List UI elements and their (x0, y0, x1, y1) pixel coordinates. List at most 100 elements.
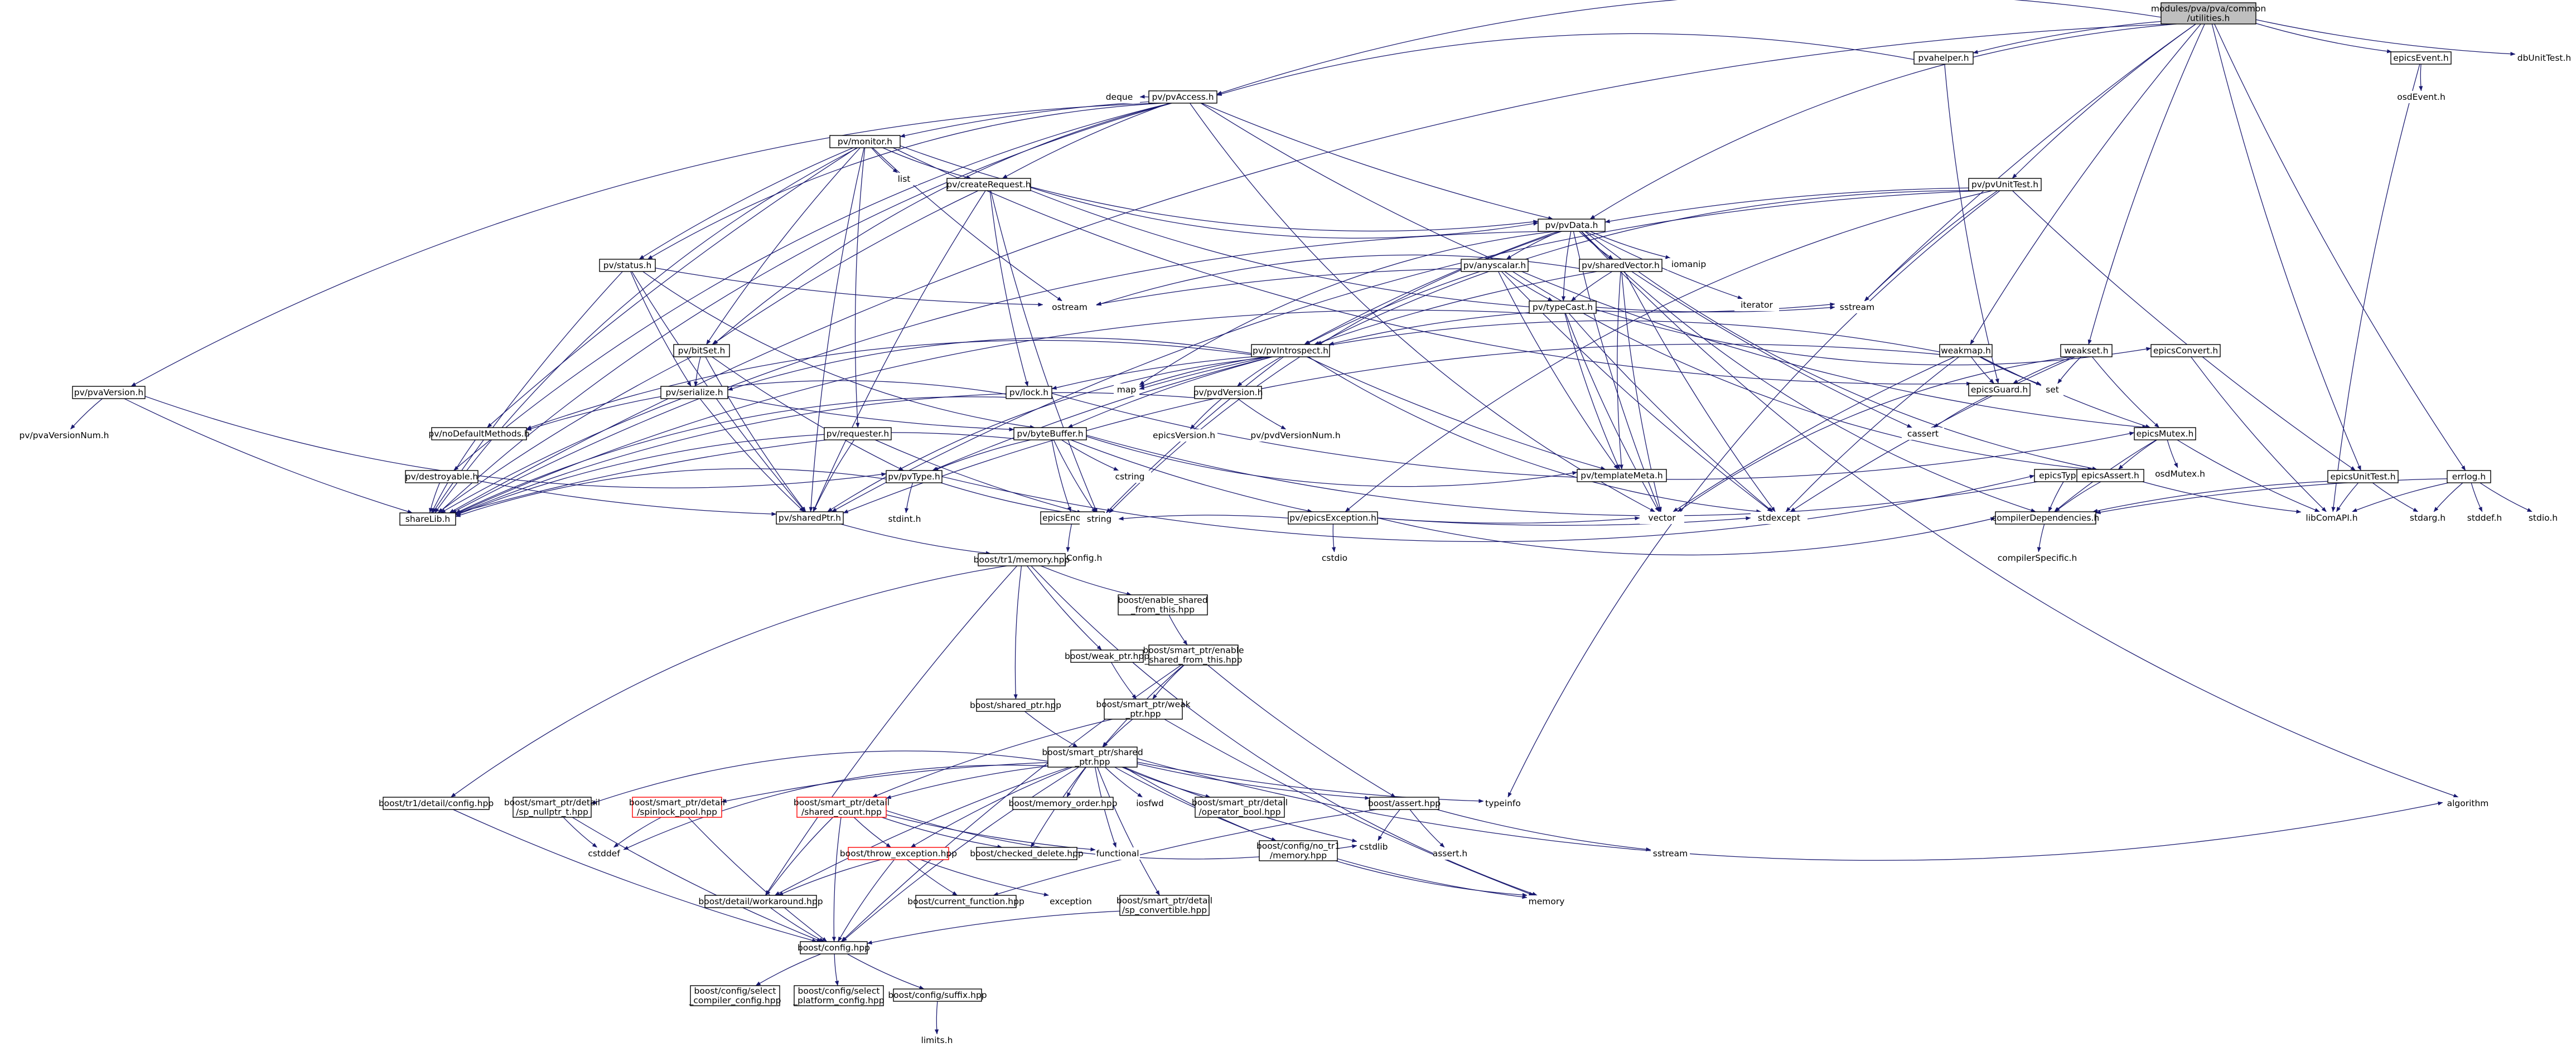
node-epicsMutex[interactable]: epicsMutex.h (2134, 427, 2196, 440)
node-pvType[interactable]: pv/pvType.h (886, 470, 943, 483)
edge-pvIntrospect-to-serialize (727, 337, 1252, 391)
node-sp_shared_ptr[interactable]: boost/smart_ptr/shared_ptr.hpp (1042, 746, 1143, 768)
node-pvAccess[interactable]: pv/pvAccess.h (1148, 90, 1217, 104)
node-pvdVersion[interactable]: pv/pvdVersion.h (1193, 386, 1263, 399)
node-templateMeta[interactable]: pv/templateMeta.h (1577, 469, 1667, 482)
node-label: boost/memory_order.hpp (1008, 798, 1117, 809)
node-box (1251, 344, 1330, 357)
node-pvahelper[interactable]: pvahelper.h (1913, 51, 1974, 65)
node-noDefaultMethods[interactable]: pv/noDefaultMethods.h (428, 427, 530, 440)
node-shareLib[interactable]: shareLib.h (399, 512, 456, 526)
node-boost_assert[interactable]: boost/assert.hpp (1368, 797, 1441, 810)
node-weak_ptr[interactable]: boost/weak_ptr.hpp (1065, 649, 1149, 663)
node-sharedPtr[interactable]: pv/sharedPtr.h (776, 511, 844, 525)
node-epicsEvent[interactable]: epicsEvent.h (2390, 51, 2452, 65)
node-set: set (2041, 384, 2063, 396)
edge-boost_assert-to-current_function (993, 809, 1377, 896)
node-box (829, 135, 901, 148)
node-shared_count[interactable]: boost/smart_ptr/detail/shared_count.hpp (794, 797, 890, 818)
node-weakmap[interactable]: weakmap.h (1939, 344, 1993, 357)
edge-anyscalar-to-ostream (1096, 268, 1462, 306)
node-epicsUnitTest[interactable]: epicsUnitTest.h (2327, 470, 2399, 483)
edge-pvAccess-to-status (647, 103, 1163, 260)
node-label: iosfwd (1136, 798, 1164, 808)
edge-serialize-to-byteBuffer (727, 396, 1014, 432)
node-tr1memory[interactable]: boost/tr1/memory.hpp (974, 553, 1070, 566)
node-requester[interactable]: pv/requester.h (824, 427, 892, 440)
node-sharedVector[interactable]: pv/sharedVector.h (1579, 259, 1662, 272)
node-dbUnitTest: dbUnitTest.h (2515, 52, 2573, 64)
node-compilerDependencies[interactable]: compilerDependencies.h (1992, 511, 2100, 525)
node-anyscalar[interactable]: pv/anyscalar.h (1461, 259, 1529, 272)
node-bitSet[interactable]: pv/bitSet.h (673, 344, 730, 357)
node-pvIntrospect[interactable]: pv/pvIntrospect.h (1251, 344, 1330, 357)
node-select_platform[interactable]: boost/config/select_platform_config.hpp (792, 985, 885, 1006)
node-box (2395, 91, 2448, 103)
node-workaround[interactable]: boost/detail/workaround.hpp (698, 895, 823, 908)
node-suffix[interactable]: boost/config/suffix.hpp (888, 988, 987, 1002)
node-label: osdMutex.h (2155, 469, 2205, 479)
node-current_function[interactable]: boost/current_function.hpp (907, 895, 1024, 908)
node-label: epicsEvent.h (2393, 53, 2448, 63)
node-sp_weak_ptr[interactable]: boost/smart_ptr/weak_ptr.hpp (1096, 699, 1191, 720)
node-no_tr1_memory[interactable]: boost/config/no_tr1/memory.hpp (1256, 840, 1340, 861)
edge-epicsConvert-to-libComAPI (2191, 356, 2327, 512)
node-errlog[interactable]: errlog.h (2447, 470, 2491, 483)
node-label: iterator (1741, 300, 1773, 310)
node-sp_convertible[interactable]: boost/smart_ptr/detail/sp_convertible.hp… (1117, 895, 1212, 916)
node-box (1148, 644, 1239, 666)
node-sp_enable_shared[interactable]: boost/smart_ptr/enable_shared_from_this.… (1143, 644, 1244, 666)
node-operator_bool[interactable]: boost/smart_ptr/detail/operator_bool.hpp (1192, 797, 1288, 818)
node-byteBuffer[interactable]: pv/byteBuffer.h (1013, 427, 1087, 440)
edge-typeCast-to-vector (1565, 313, 1660, 512)
node-select_compiler[interactable]: boost/config/select_compiler_config.hpp (689, 985, 781, 1006)
node-memory_order[interactable]: boost/memory_order.hpp (1008, 797, 1118, 810)
node-box (890, 173, 918, 185)
node-shared_ptr[interactable]: boost/shared_ptr.hpp (970, 699, 1061, 712)
node-box (1579, 259, 1662, 272)
node-enable_shared[interactable]: boost/enable_shared_from_this.hpp (1118, 594, 1208, 615)
node-box (2447, 470, 2491, 483)
node-weakset[interactable]: weakset.h (2060, 344, 2113, 357)
node-epicsConvert[interactable]: epicsConvert.h (2150, 344, 2221, 357)
node-throw_exception[interactable]: boost/throw_exception.hpp (840, 847, 957, 860)
node-checked_delete[interactable]: boost/checked_delete.hpp (970, 847, 1084, 860)
edge-pvIntrospect-to-stdexcept (1308, 356, 1762, 513)
node-cstdio: cstdio (1316, 552, 1353, 564)
node-pvaVersion[interactable]: pv/pvaVersion.h (72, 386, 146, 399)
node-boost_config[interactable]: boost/config.hpp (798, 941, 870, 954)
node-spinlock_pool[interactable]: boost/smart_ptr/detail/spinlock_pool.hpp (629, 797, 725, 818)
edge-createRequest-to-sstream (1030, 190, 1835, 313)
edge-monitor-to-bitSet (706, 147, 861, 345)
node-pvUnitTest[interactable]: pv/pvUnitTest.h (1968, 178, 2042, 191)
node-typeCast[interactable]: pv/typeCast.h (1529, 300, 1597, 314)
edge-weakmap-to-sharedPtr (843, 343, 1940, 513)
node-label: cstdio (1322, 553, 1347, 563)
node-label: pv/pvIntrospect.h (1253, 346, 1328, 356)
node-box (1640, 512, 1684, 524)
node-epicsAssert[interactable]: epicsAssert.h (2076, 469, 2144, 482)
edge-root-to-errlog (2214, 23, 2466, 471)
node-epicsVersion: epicsVersion.h (1151, 429, 1217, 442)
node-sp_nullptr[interactable]: boost/smart_ptr/detail/sp_nullptr_t.hpp (504, 797, 600, 818)
node-label: _compiler_config.hpp (689, 996, 781, 1006)
node-status[interactable]: pv/status.h (599, 259, 656, 272)
node-serialize[interactable]: pv/serialize.h (660, 386, 728, 399)
node-pvData[interactable]: pv/pvData.h (1538, 219, 1606, 232)
edge-tr1memory-to-memory (1031, 565, 1538, 896)
node-label: stddef.h (2467, 513, 2502, 523)
node-lock[interactable]: pv/lock.h (1006, 386, 1052, 399)
node-epicsException[interactable]: pv/epicsException.h (1288, 511, 1378, 525)
node-sstream: sstream (1835, 301, 1879, 313)
node-label: cstring (1115, 472, 1144, 482)
node-box (1538, 219, 1606, 232)
edge-sp_weak_ptr-to-shared_count (872, 719, 1113, 798)
node-monitor[interactable]: pv/monitor.h (829, 135, 901, 148)
node-epicsGuard[interactable]: epicsGuard.h (1968, 383, 2031, 396)
node-destroyable[interactable]: pv/destroyable.h (405, 470, 479, 483)
node-root[interactable]: modules/pva/pva/common/utilities.h (2151, 2, 2266, 25)
node-createRequest[interactable]: pv/createRequest.h (946, 178, 1031, 191)
node-label: pv/lock.h (1009, 387, 1048, 397)
edge-bitSet-to-shareLib (437, 356, 692, 513)
node-tr1_config[interactable]: boost/tr1/detail/config.hpp (379, 797, 494, 810)
